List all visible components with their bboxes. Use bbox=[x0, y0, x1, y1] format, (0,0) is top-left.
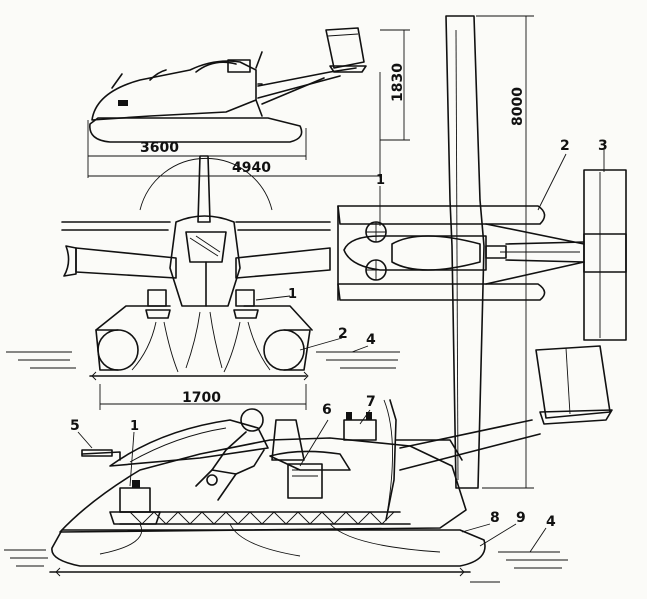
dimension-lines-upper bbox=[87, 29, 410, 178]
top-view bbox=[337, 15, 627, 489]
side-view-cutaway bbox=[49, 345, 613, 577]
leader-lines bbox=[77, 150, 605, 553]
callout-2-top-view: 2 bbox=[560, 138, 570, 154]
front-view bbox=[61, 155, 331, 410]
callout-1-top-view: 1 bbox=[376, 173, 385, 188]
callout-1-front-view: 1 bbox=[288, 287, 297, 302]
water-hatching-bottom bbox=[4, 549, 568, 583]
callout-4-front-view: 4 bbox=[366, 332, 376, 348]
callout-9-side-view: 9 bbox=[516, 510, 526, 526]
dim-1700-label: 1700 bbox=[182, 390, 221, 406]
callout-labels: 1 2 3 1 2 4 5 1 6 7 8 9 4 bbox=[70, 138, 608, 530]
callout-5-side-view: 5 bbox=[70, 418, 80, 434]
callout-6-side-view: 6 bbox=[322, 402, 332, 418]
dim-3600-label: 3600 bbox=[140, 140, 179, 156]
callout-2-front-view: 2 bbox=[338, 326, 348, 342]
dimension-8000 bbox=[476, 15, 534, 489]
water-hatching-front bbox=[6, 351, 400, 369]
dim-1830-label: 1830 bbox=[390, 63, 406, 102]
callout-3-top-view: 3 bbox=[598, 138, 608, 154]
callout-4-side-view: 4 bbox=[546, 514, 556, 530]
callout-8-side-view: 8 bbox=[490, 510, 500, 526]
dim-4940-label: 4940 bbox=[232, 160, 271, 176]
side-view-upper bbox=[89, 27, 367, 143]
dimension-labels: 3600 4940 1830 8000 1700 bbox=[140, 63, 526, 406]
callout-1-side-view: 1 bbox=[130, 419, 139, 434]
dim-8000-label: 8000 bbox=[510, 87, 526, 126]
callout-7-side-view: 7 bbox=[366, 394, 376, 410]
